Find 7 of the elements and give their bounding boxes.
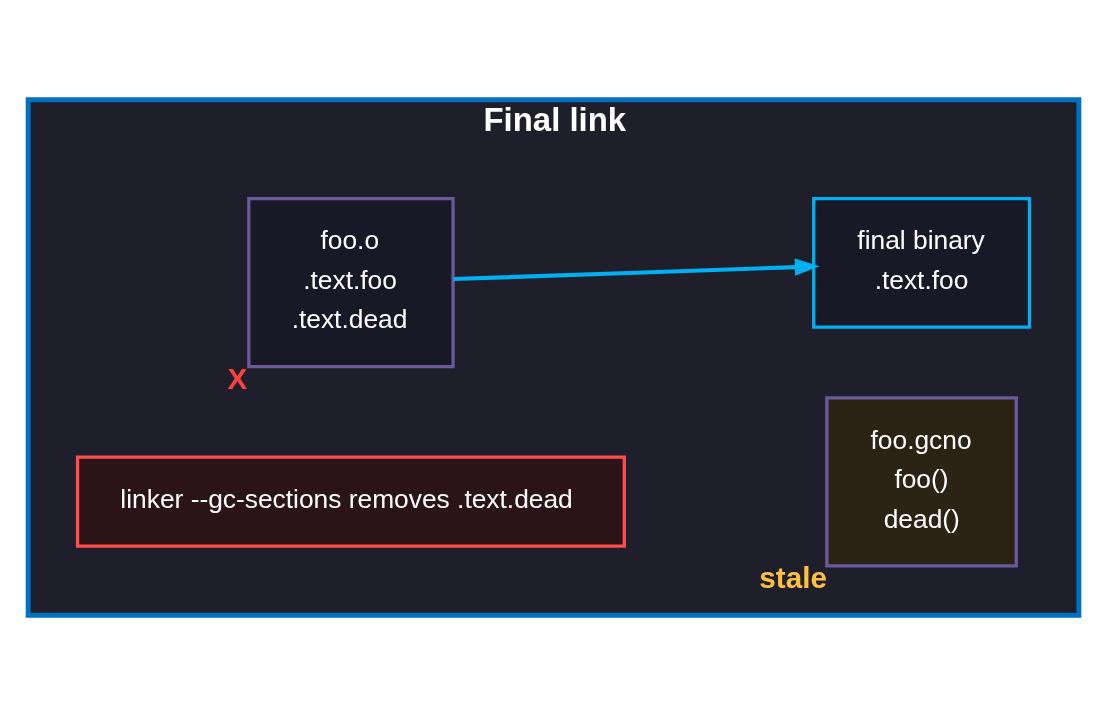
node-box: linker --gc-sections removes .text.dead [75,455,626,548]
node-label: X [227,361,248,395]
node-label: stale [759,560,827,594]
node-box: foo.gcno foo() dead() [825,396,1018,568]
node-box: foo.o .text.foo .text.dead [247,196,455,369]
node-box: final binary .text.foo [812,196,1032,329]
arrow [453,258,820,282]
